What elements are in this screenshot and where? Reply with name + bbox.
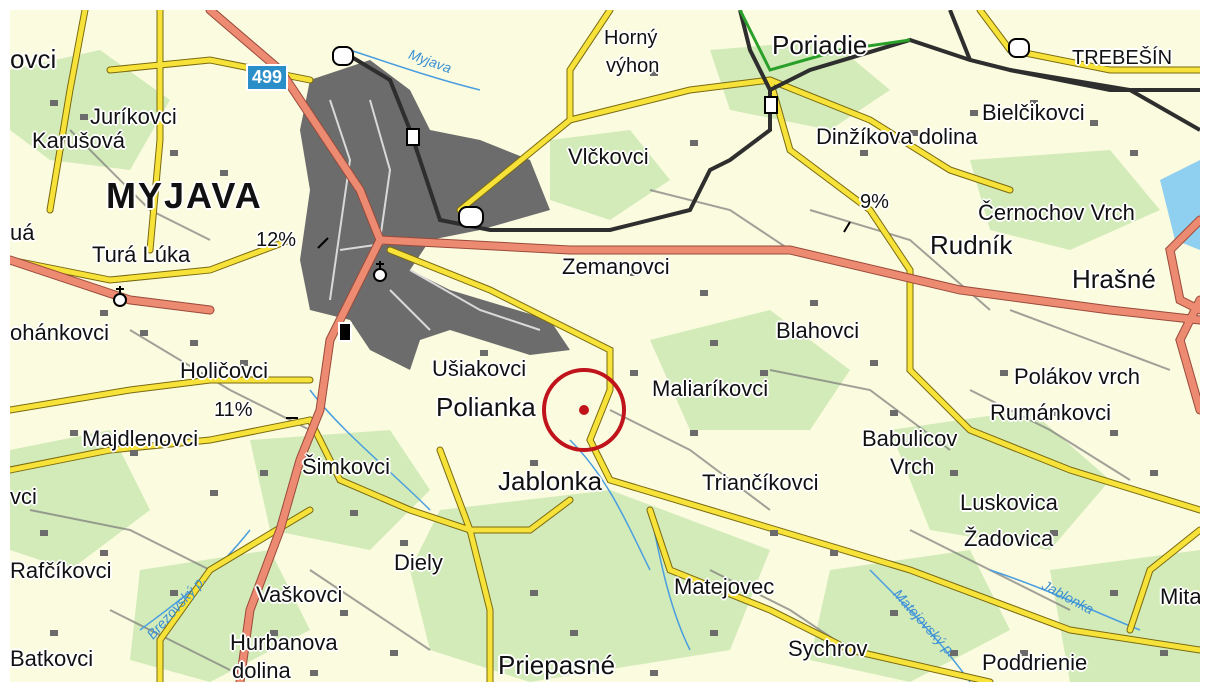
place-label: Triančíkovci: [702, 470, 819, 495]
main-roads: [10, 10, 1200, 682]
map-canvas: [10, 10, 1200, 682]
railway-stop-icon: [406, 128, 420, 146]
place-label: uá: [10, 220, 35, 245]
houses: [40, 70, 1168, 676]
place-label: Vlčkovci: [568, 144, 649, 169]
place-label: vci: [10, 484, 37, 509]
place-label: Polákov vrch: [1014, 364, 1140, 389]
place-label: Hurbanova: [230, 630, 338, 655]
place-label: ohánkovci: [10, 320, 110, 345]
location-marker: [542, 368, 626, 452]
place-label: Juríkovci: [90, 104, 177, 129]
place-label: Rudník: [930, 230, 1013, 260]
place-label: Blahovci: [776, 318, 860, 343]
place-label-city: MYJAVA: [106, 175, 263, 216]
place-label: Holičovci: [180, 358, 269, 383]
railway-station-icon: [1008, 38, 1030, 58]
place-label: Poddrienie: [982, 650, 1088, 675]
place-label-selected: Polianka: [436, 392, 536, 422]
place-label: Matejovec: [674, 574, 775, 599]
place-label: Priepasné: [498, 650, 616, 680]
place-label: výhon: [606, 55, 660, 77]
urban-area: [300, 60, 570, 370]
place-label: dolina: [232, 658, 291, 682]
place-label: Diely: [394, 550, 443, 575]
map-view[interactable]: 499 Poriadie TREBEŠÍN Horný výhon ovci J…: [10, 10, 1200, 682]
place-label: Bielčikovci: [982, 100, 1085, 125]
road-number-badge: 499: [246, 64, 289, 91]
place-label: Poriadie: [772, 30, 868, 60]
place-label: Šimkovci: [302, 454, 391, 479]
place-label: Babulicov: [862, 426, 958, 451]
place-label: Majdlenovci: [82, 426, 199, 451]
fuel-station-icon: [338, 322, 352, 342]
place-label: ovci: [10, 44, 57, 74]
place-label: Horný: [604, 27, 658, 49]
place-label: Maliaríkovci: [652, 376, 769, 401]
place-label: TREBEŠÍN: [1072, 47, 1173, 69]
place-label: Rafčíkovci: [10, 558, 112, 583]
place-label: Karušová: [32, 128, 125, 153]
place-label: Ušiakovci: [432, 356, 527, 381]
grade-label: 9%: [860, 191, 889, 213]
railway-station-icon: [332, 46, 354, 66]
place-label: Žadovica: [964, 526, 1054, 551]
place-label: Vaškovci: [256, 582, 343, 607]
church-icon-town: [373, 261, 387, 282]
place-label: Dinžíkova dolina: [816, 124, 978, 149]
place-label: Rumánkovci: [990, 400, 1112, 425]
place-label: Hrašné: [1072, 264, 1156, 294]
place-label: Turá Lúka: [92, 242, 191, 267]
grade-label: 11%: [214, 399, 253, 421]
railway-stop-icon: [764, 96, 778, 114]
church-icon: [113, 286, 127, 307]
place-label: Jablonka: [498, 466, 603, 496]
place-label: Luskovica: [960, 490, 1058, 515]
place-label: Sychrov: [788, 636, 868, 661]
grade-label: 12%: [256, 229, 297, 251]
place-label: Batkovci: [10, 646, 94, 671]
place-label: Zemanovci: [562, 254, 670, 279]
place-label: Vrch: [890, 454, 935, 479]
place-label: Mita: [1160, 584, 1200, 609]
railway-station-icon: [458, 206, 484, 228]
place-label: Černochov Vrch: [978, 200, 1135, 225]
